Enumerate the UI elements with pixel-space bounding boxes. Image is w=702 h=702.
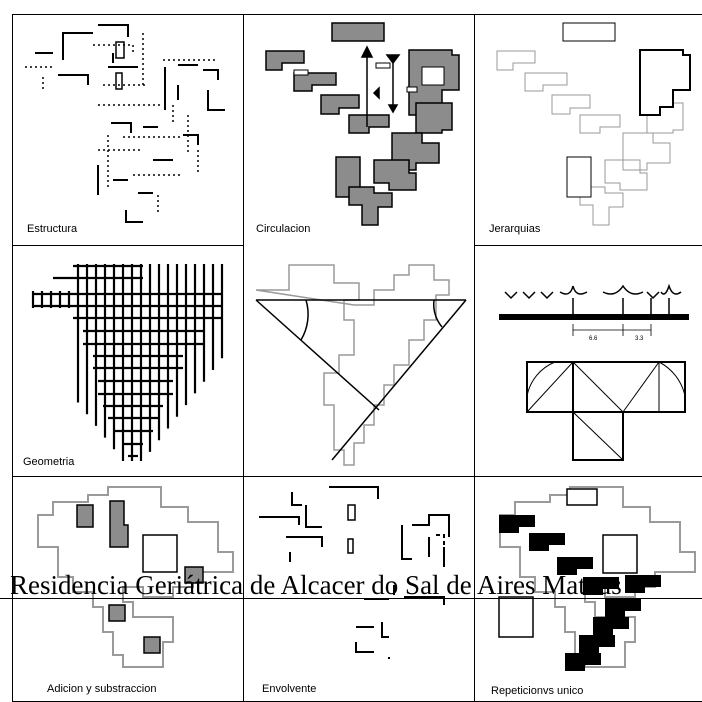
panel-label: Circulacion (256, 223, 310, 235)
panel-geometry-triangle (243, 245, 475, 477)
dimension-label-right: 3.3 (635, 336, 644, 342)
circulacion-diagram (244, 15, 475, 246)
panel-estructura: Estructura (12, 14, 244, 246)
jerarquias-diagram (475, 15, 702, 246)
panel-proportion: 6.6 3.3 (474, 245, 702, 477)
proportion-diagram: 6.6 3.3 (475, 246, 702, 477)
panel-circulacion: Circulacion (243, 14, 475, 246)
banner-title: Residencia Geriátrica de Alcacer do Sal … (0, 566, 702, 608)
panel-label: Geometria (23, 456, 74, 468)
triangle-diagram (244, 245, 475, 477)
panel-label: Estructura (27, 223, 77, 235)
panel-label: Repeticionvs unico (491, 685, 583, 697)
panel-jerarquias: Jerarquias (474, 14, 702, 246)
dimension-label-left: 6.6 (589, 336, 598, 342)
banner-underline (0, 598, 702, 599)
panel-label: Adicion y substraccion (47, 683, 156, 695)
estructura-diagram (13, 15, 244, 246)
panel-geometria: Geometria (12, 245, 244, 477)
panel-label: Envolvente (262, 683, 316, 695)
panel-label: Jerarquias (489, 223, 540, 235)
geometria-diagram (13, 246, 244, 477)
